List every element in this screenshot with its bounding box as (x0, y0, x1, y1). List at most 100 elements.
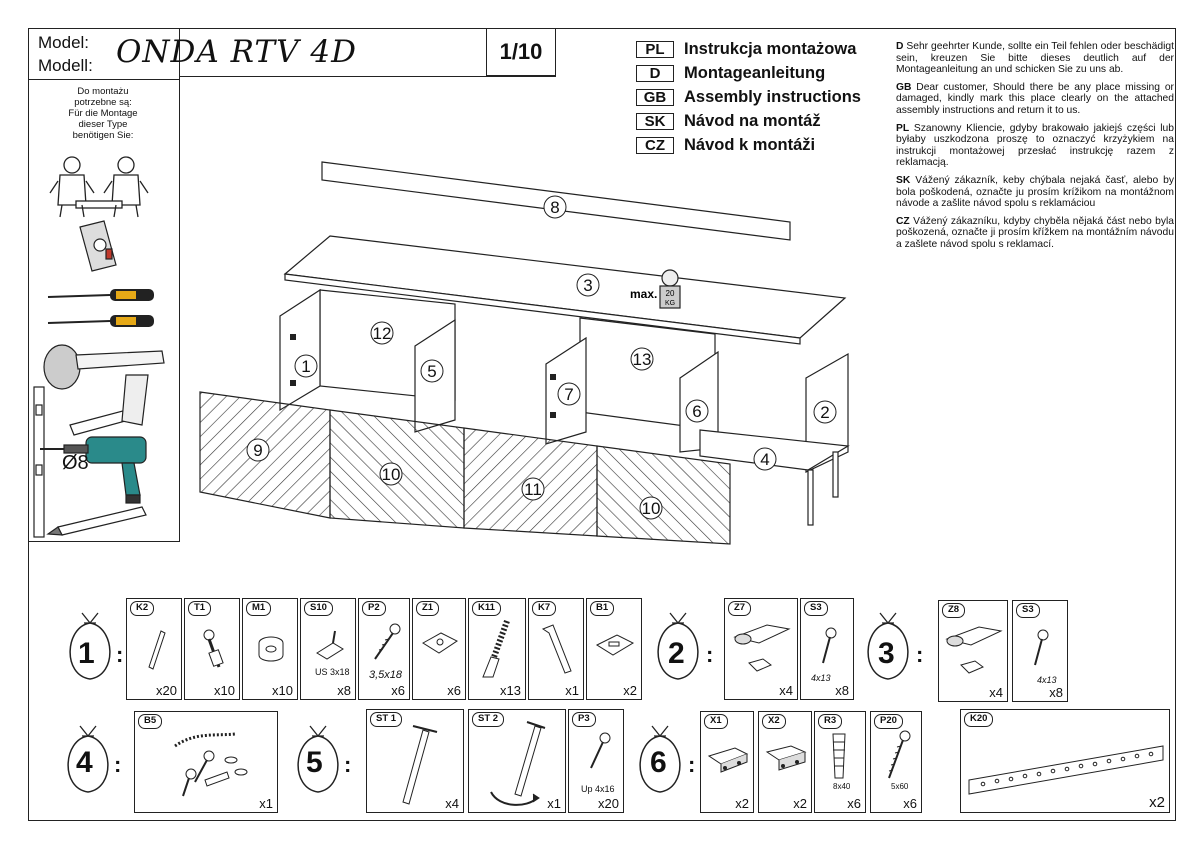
max-load-label: max. (630, 287, 657, 301)
part-1-left-side (279, 288, 321, 412)
model-name: ONDA RTV 4D (116, 34, 357, 70)
part-z8: Z8 x4 (938, 600, 1008, 702)
part-s3: S3 4x13 x8 (800, 598, 854, 700)
screw-icon (1034, 629, 1049, 666)
bag-colon: : (114, 752, 122, 777)
hanger-bracket-icon (707, 747, 749, 773)
language-code: D (636, 65, 674, 82)
exploded-diagram: 8 3 12 1 5 13 7 6 2 4 9 10 11 10 max. 20… (199, 161, 850, 545)
leg-icon (807, 469, 814, 526)
bag-3-icon (867, 612, 909, 680)
bag-colon: : (706, 642, 714, 667)
leg-icon (402, 725, 438, 805)
bag-2-icon (657, 612, 699, 680)
tools-note: Do montażu potrzebne są: Für die Montage… (68, 86, 138, 141)
language-title: Instrukcja montażowa (684, 40, 857, 58)
part-b5: B5 x1 (134, 711, 278, 813)
language-code: PL (636, 41, 674, 58)
part-z7: Z7 x4 (724, 598, 798, 700)
part-label: 4 (760, 450, 769, 469)
part-10-front-door-right (596, 445, 731, 545)
tape-measure-icon (79, 220, 117, 272)
level-icon (33, 386, 45, 538)
model-label: Model: (38, 33, 90, 52)
note-sk: SK Vážený zákazník, keby chýbala nejaká … (896, 174, 1174, 210)
bag-5-number: 5 (306, 746, 323, 779)
part-k7: K7 x1 (528, 598, 584, 700)
bag-3-number: 3 (878, 637, 895, 670)
bag-colon: : (344, 752, 352, 777)
screwdriver-phillips-icon (47, 315, 154, 327)
hinge-icon (945, 626, 1003, 674)
part-p20: P20 5x60 x6 (870, 711, 922, 813)
wall-plug-icon (832, 733, 846, 779)
part-label: 11 (524, 480, 542, 499)
part-st2: ST 2 x1 (468, 709, 566, 813)
language-code: GB (636, 89, 674, 106)
shelf-support-icon (316, 630, 344, 660)
screw-icon (590, 732, 611, 769)
dowel-icon (148, 630, 166, 670)
weight-unit: KG (665, 300, 675, 307)
part-label: 7 (564, 385, 573, 404)
page-frame (28, 28, 1176, 821)
part-label: 10 (382, 465, 401, 484)
part-z1: Z1 x6 (412, 598, 466, 700)
bag-colon: : (116, 642, 124, 667)
language-row: PL Instrukcja montażowa (636, 40, 856, 59)
plate-icon (422, 632, 458, 654)
note-pl: PL Szanowny Kliencie, gdyby brakowało ja… (896, 122, 1174, 169)
modell-label: Modell: (38, 56, 93, 75)
part-label: 3 (583, 276, 592, 295)
part-r3: R3 8x40 x6 (814, 711, 866, 813)
customer-notes: D Sehr geehrter Kunde, sollte ein Teil f… (896, 41, 1174, 257)
drill-size: Ø8 (62, 452, 89, 474)
language-title: Montageanleitung (684, 64, 826, 82)
wall-fixing-kit-icon (174, 732, 248, 797)
long-screw-icon (888, 730, 911, 779)
bag-4-icon (67, 725, 109, 793)
note-gb: GB Dear customer, Should there be any pl… (896, 81, 1174, 116)
part-st1: ST 1 x4 (366, 709, 464, 813)
screw-icon (822, 627, 837, 664)
note-cz: CZ Vážený zákazníku, kdyby chyběla nějak… (896, 215, 1174, 250)
tools-panel (28, 80, 180, 542)
part-label: 9 (253, 441, 262, 460)
weight-value: 20 (666, 289, 675, 298)
part-p3: P3 Up 4x16 x20 (568, 709, 624, 813)
part-b1: B1 x2 (586, 598, 642, 700)
part-label: 2 (820, 403, 829, 422)
two-persons-icon (49, 156, 149, 218)
bag-4-number: 4 (76, 746, 93, 779)
leg-icon (832, 451, 839, 498)
language-code: CZ (636, 137, 674, 154)
part-t1: T1 x10 (184, 598, 240, 700)
cam-lock-icon (258, 636, 284, 662)
header-underline (180, 76, 556, 77)
pencil-icon (46, 506, 147, 536)
part-label: 1 (301, 357, 310, 376)
allen-key-icon (541, 624, 572, 674)
part-x2: X2 x2 (758, 711, 812, 813)
connector-bolt-icon (203, 629, 224, 668)
part-s3: S3 4x13 x8 (1012, 600, 1068, 702)
bag-colon: : (916, 642, 924, 667)
bag-colon: : (688, 752, 696, 777)
language-row: D Montageanleitung (636, 64, 825, 83)
bag-2-number: 2 (668, 637, 685, 670)
part-label: 13 (633, 350, 652, 369)
bag-1-icon (69, 612, 111, 680)
bag-6-icon (639, 725, 681, 793)
part-p2: P2 3,5x18 x6 (358, 598, 410, 700)
screwdriver-flat-icon (47, 289, 154, 301)
part-label: 8 (550, 198, 559, 217)
bracket-icon (595, 634, 635, 656)
language-title: Návod na montáž (684, 112, 821, 130)
part-label: 12 (373, 324, 392, 343)
adjustable-leg-icon (490, 721, 546, 806)
hinge-icons (290, 334, 556, 418)
part-label: 6 (692, 402, 701, 421)
hanging-rail-icon (968, 745, 1164, 795)
try-square-icon (69, 374, 149, 436)
tools-illustration (33, 156, 165, 538)
